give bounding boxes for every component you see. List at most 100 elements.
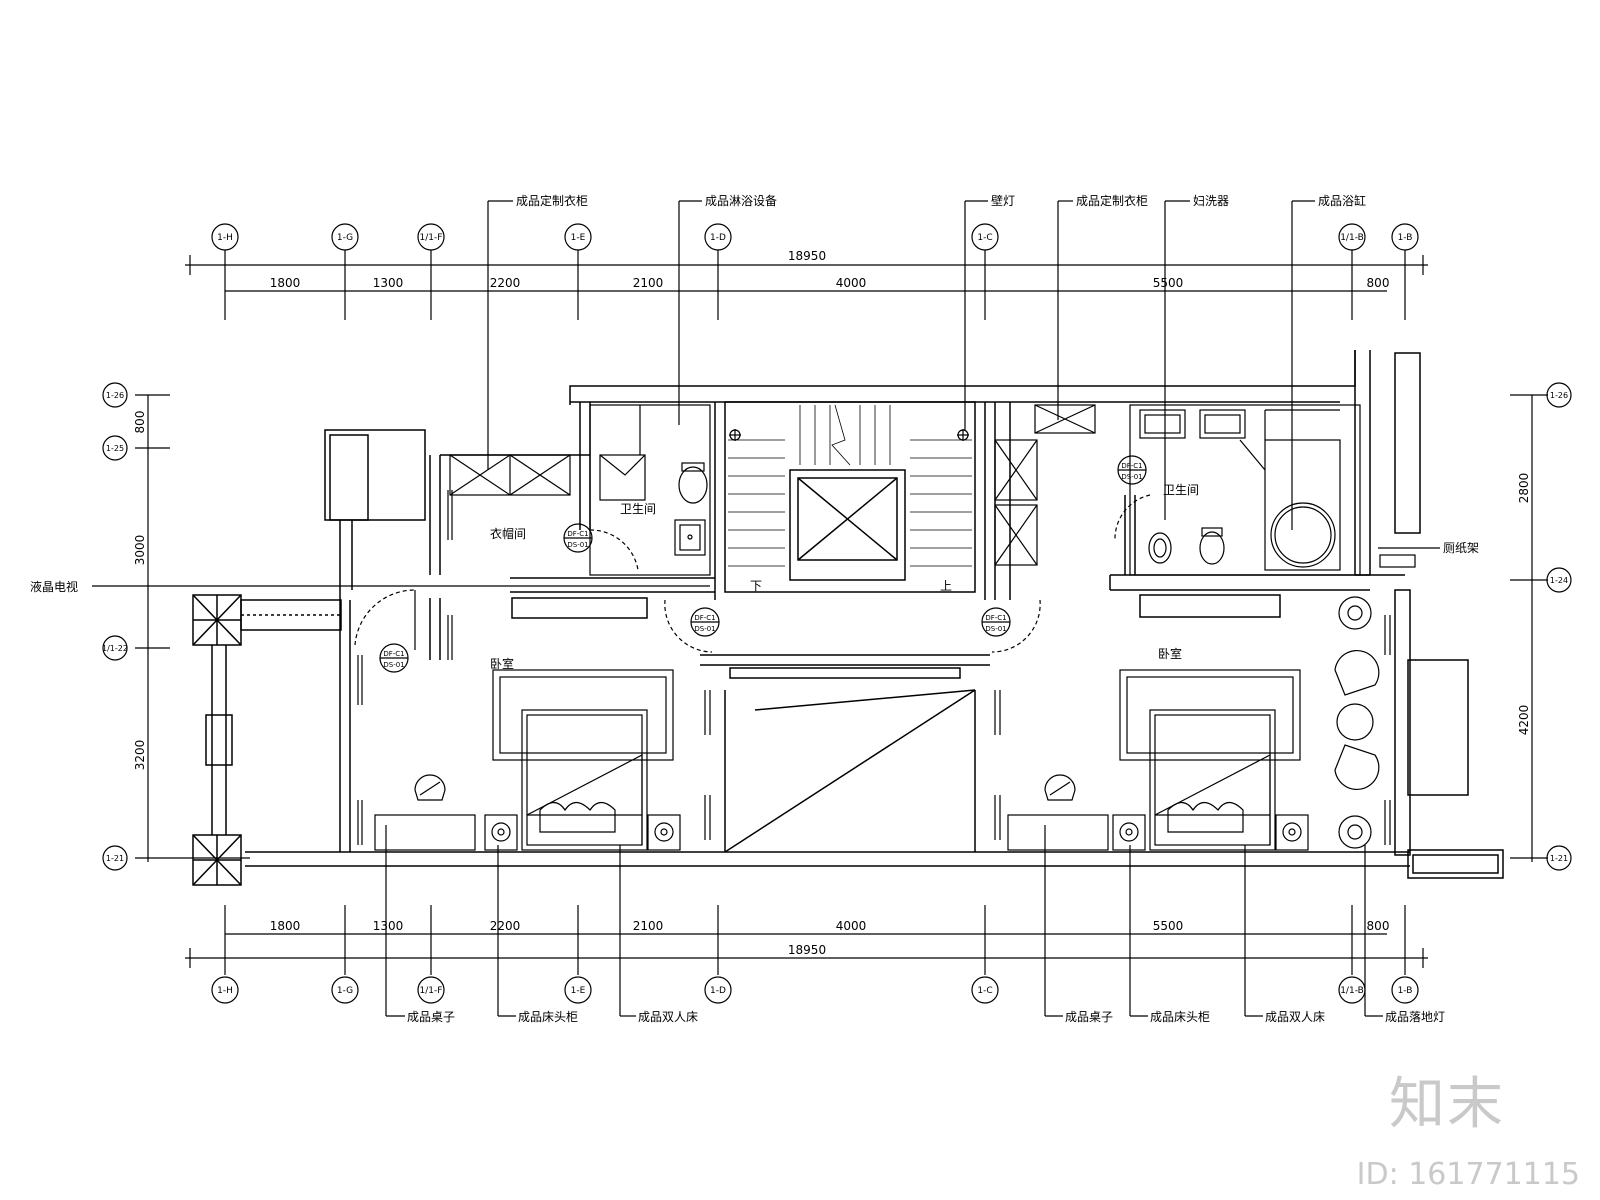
top-callouts: 成品定制衣柜 成品淋浴设备 壁灯 成品定制衣柜 妇洗器 成品浴缸 xyxy=(487,193,1366,530)
axis-label: 1-25 xyxy=(106,444,124,453)
callout-label: 成品落地灯 xyxy=(1385,1010,1445,1024)
bathroom-fixtures-left xyxy=(589,404,711,576)
dim-label: 2200 xyxy=(490,276,521,290)
door-tag-2: DF-C1 DS-01 xyxy=(563,523,593,553)
axis-label: 1-24 xyxy=(1550,576,1568,585)
door-tag-3: DF-C1 DS-01 xyxy=(690,607,720,637)
axis-label: 1-D xyxy=(710,233,726,243)
room-label-bedroom-right: 卧室 xyxy=(1158,646,1182,661)
right-dimensions: 1-26 1-24 1-21 2800 4200 厕纸架 xyxy=(1378,382,1572,871)
door-tag-bottom: DS-01 xyxy=(694,625,715,633)
axis-label: 1-E xyxy=(571,233,586,243)
callout-label: 成品桌子 xyxy=(1065,1010,1113,1024)
bottom-dimensions: 1800 1300 2200 2100 4000 5500 800 18950 xyxy=(185,905,1428,975)
axis-label: 1-26 xyxy=(106,391,124,400)
door-tags: DF-C1 DS-01 DF-C1 DS-01 DF-C1 DS-01 DF-C… xyxy=(379,455,1147,673)
dim-label: 2800 xyxy=(1517,473,1531,504)
axis-label: 1-D xyxy=(710,986,726,996)
stair-down-label: 下 xyxy=(750,579,762,593)
bedroom-left-furniture xyxy=(374,669,681,851)
axis-label: 1-G xyxy=(337,233,353,243)
door-tag-top: DF-C1 xyxy=(383,650,404,658)
watermark-logo: 知末 xyxy=(1389,1072,1505,1137)
dim-label: 800 xyxy=(1367,919,1390,933)
dim-label: 1800 xyxy=(270,919,301,933)
callout-label: 妇洗器 xyxy=(1193,194,1229,208)
door-tag-bottom: DS-01 xyxy=(1121,473,1142,481)
axis-label: 1/1-B xyxy=(1340,986,1364,996)
top-axis-bubbles: 1-H 1-G 1/1-F 1-E 1-D 1-C 1/1-B 1-B xyxy=(211,223,1419,251)
callout-label: 成品床头柜 xyxy=(1150,1010,1210,1024)
callout-label: 成品双人床 xyxy=(1265,1010,1325,1024)
axis-label: 1-C xyxy=(977,986,992,996)
callout-label: 液晶电视 xyxy=(30,579,78,594)
door-tag-bottom: DS-01 xyxy=(985,625,1006,633)
callout-label: 成品定制衣柜 xyxy=(1076,193,1148,208)
room-label-bath-left: 卫生间 xyxy=(620,502,656,516)
callout-label: 壁灯 xyxy=(991,193,1015,208)
dim-label: 800 xyxy=(1367,276,1390,290)
top-grid-ticks xyxy=(224,250,1406,320)
doors-left xyxy=(354,490,1391,845)
door-tag-top: DF-C1 xyxy=(567,530,588,538)
dim-label: 800 xyxy=(133,411,147,434)
callout-label: 成品浴缸 xyxy=(1318,193,1366,208)
dim-total-bottom: 18950 xyxy=(788,943,826,957)
dim-label: 1300 xyxy=(373,919,404,933)
axis-label: 1-E xyxy=(571,986,586,996)
dim-label: 4000 xyxy=(836,276,867,290)
wardrobe-right-icon xyxy=(994,404,1096,566)
dim-label: 5500 xyxy=(1153,276,1184,290)
stair-up-label: 上 xyxy=(940,579,952,593)
room-label-bedroom-left: 卧室 xyxy=(490,656,514,671)
wall-lamp-icons xyxy=(729,429,969,441)
axis-label: 1-G xyxy=(337,986,353,996)
bottom-axis-bubbles: 1-H 1-G 1/1-F 1-E 1-D 1-C 1/1-B 1-B xyxy=(211,976,1419,1004)
callout-label: 成品双人床 xyxy=(638,1010,698,1024)
top-dim-labels: 1800 1300 2200 2100 4000 5500 800 xyxy=(270,276,1390,290)
bottom-callouts: 成品桌子 成品床头柜 成品双人床 成品桌子 成品床头柜 成品双人床 成品落地灯 xyxy=(385,825,1445,1024)
callout-label: 成品床头柜 xyxy=(518,1010,578,1024)
door-tag-bottom: DS-01 xyxy=(567,541,588,549)
building-walls xyxy=(192,350,1504,886)
callout-label: 成品淋浴设备 xyxy=(705,194,777,208)
dim-label: 3000 xyxy=(133,535,147,566)
dim-label: 3200 xyxy=(133,740,147,771)
dim-label: 2100 xyxy=(633,276,664,290)
stair-treads: 下 上 xyxy=(728,404,972,593)
watermark-id: ID: 161771115 xyxy=(1356,1157,1580,1192)
bedroom-right-furniture xyxy=(1007,596,1380,851)
dim-label: 2200 xyxy=(490,919,521,933)
axis-label: 1-H xyxy=(217,986,233,996)
top-dimensions: 18950 1800 1300 2200 2100 4000 5500 800 xyxy=(185,249,1428,320)
axis-label: 1-B xyxy=(1398,986,1413,996)
callout-label: 成品桌子 xyxy=(407,1010,455,1024)
dim-label: 1800 xyxy=(270,276,301,290)
dim-total-top: 18950 xyxy=(788,249,826,263)
axis-label: 1-H xyxy=(217,233,233,243)
tv-callout: 液晶电视 xyxy=(30,579,710,594)
left-dimensions: 1-26 1-25 1/1-22 1-21 800 3000 3200 xyxy=(102,382,250,871)
dim-label: 4000 xyxy=(836,919,867,933)
dim-label: 5500 xyxy=(1153,919,1184,933)
axis-label: 1-C xyxy=(977,233,992,243)
dim-label: 1300 xyxy=(373,276,404,290)
room-label-closet: 衣帽间 xyxy=(490,526,526,541)
axis-label: 1-21 xyxy=(106,854,124,863)
axis-label: 1-21 xyxy=(1550,854,1568,863)
door-tag-top: DF-C1 xyxy=(985,614,1006,622)
callout-label: 厕纸架 xyxy=(1443,541,1479,555)
bathroom-fixtures-right xyxy=(1129,404,1416,576)
door-tag-top: DF-C1 xyxy=(1121,462,1142,470)
axis-label: 1/1-F xyxy=(420,986,443,996)
door-tag-bottom: DS-01 xyxy=(383,661,404,669)
dim-label: 4200 xyxy=(1517,705,1531,736)
axis-label: 1-B xyxy=(1398,233,1413,243)
room-label-bath-right: 卫生间 xyxy=(1163,483,1199,497)
axis-label: 1/1-B xyxy=(1340,233,1364,243)
door-tag-top: DF-C1 xyxy=(694,614,715,622)
callout-label: 成品定制衣柜 xyxy=(516,193,588,208)
wardrobe-icon xyxy=(449,454,571,496)
